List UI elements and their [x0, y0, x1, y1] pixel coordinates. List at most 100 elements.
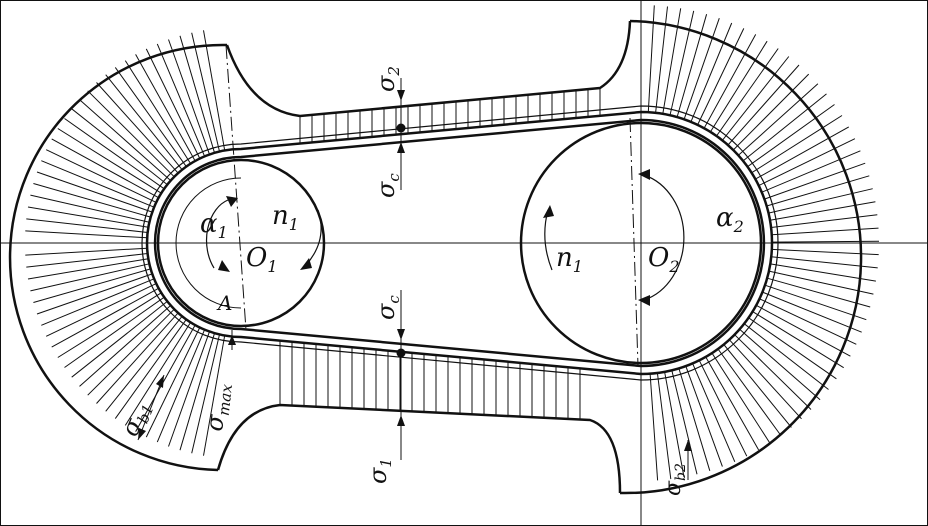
hatch-line — [57, 128, 162, 194]
arrow-sigma-b1-bottom — [138, 428, 146, 440]
arrow-sigma2 — [397, 90, 405, 101]
hatch-line — [203, 335, 226, 456]
hatch-line — [769, 201, 876, 221]
hatch-line — [114, 319, 187, 419]
hatch-line — [191, 32, 220, 152]
arrow-n1-left — [300, 258, 312, 270]
arrow-sigma-max — [228, 335, 236, 345]
hatch-line — [759, 298, 857, 345]
hatch-line — [703, 34, 757, 129]
hatch-line — [698, 360, 748, 457]
hatch-line — [79, 99, 172, 181]
hatch-line — [764, 284, 867, 321]
hatch-line — [57, 292, 162, 358]
label-alpha2: α2 — [716, 203, 744, 236]
hatch-line — [671, 370, 698, 475]
hatch-line — [41, 278, 155, 326]
hatch-line — [168, 331, 210, 447]
hatch-line — [761, 150, 861, 193]
hatch-line — [79, 305, 172, 387]
hatch-line — [145, 327, 201, 438]
left-bending-stress-envelope — [8, 43, 228, 472]
hatch-line — [767, 277, 871, 308]
tangent-line-right — [629, 117, 639, 367]
hatch-line — [747, 104, 835, 168]
tight-side-stress-envelope — [225, 20, 632, 118]
hatch-line — [771, 227, 879, 236]
hatch-line — [45, 283, 157, 337]
arrow-sigma-b1-top — [156, 375, 164, 388]
arrow-alpha1-bottom — [218, 260, 230, 272]
stress-level-sigma-c — [141, 105, 779, 381]
label-o2: O2 — [648, 243, 680, 276]
hatch-line — [51, 287, 159, 348]
pulley-o1 — [156, 158, 326, 328]
label-sigma2: σ2 — [372, 66, 403, 92]
hatch-line — [771, 240, 880, 243]
hatch-line — [770, 263, 876, 282]
hatch-line — [697, 28, 745, 126]
hatch-line — [766, 175, 870, 207]
hatch-line — [33, 183, 151, 218]
hatch-line — [64, 118, 165, 190]
hatch-line — [96, 82, 179, 174]
hatch-line — [742, 93, 827, 162]
hatch-line — [739, 328, 821, 401]
hatch-line — [758, 138, 856, 187]
hatch-line — [71, 108, 168, 185]
label-o1: O1 — [246, 243, 278, 276]
hatch-line — [105, 74, 183, 171]
hatch-line — [156, 43, 206, 157]
slack-side-stress-envelope — [216, 403, 622, 494]
label-sigma-c-bottom: σc — [372, 295, 403, 320]
hatch-line — [71, 301, 168, 378]
arrow-alpha2-bottom — [638, 295, 650, 306]
hatch-line — [25, 247, 148, 256]
hatch-line — [64, 296, 165, 368]
arrow-n1-right — [543, 205, 554, 218]
inner-stress-ring-left — [175, 177, 242, 309]
rotation-arc-alpha2 — [643, 174, 685, 301]
arrow-sigma1 — [397, 415, 405, 426]
hatch-line — [705, 356, 760, 451]
hatch-line — [33, 268, 151, 303]
rotation-arc-alpha1 — [205, 199, 229, 269]
hatch-line — [27, 206, 149, 228]
hatch-line — [145, 48, 201, 159]
hatch-line — [771, 214, 878, 228]
hatch-line — [96, 312, 179, 404]
label-n1-left: n1 — [272, 201, 299, 234]
tangent-line-left — [225, 44, 247, 331]
hatch-line — [26, 218, 148, 233]
hatch-line — [734, 334, 812, 410]
arrow-alpha1-top — [226, 196, 238, 207]
hatch-line — [748, 317, 837, 380]
hatch-line — [709, 40, 768, 133]
label-point-a: A — [216, 291, 232, 315]
hatch-line — [114, 67, 187, 167]
hatch-line — [678, 368, 711, 471]
hatch-line — [51, 138, 159, 199]
hatch-line — [649, 373, 659, 481]
hatch-line — [676, 14, 708, 118]
hatch-line — [664, 371, 685, 478]
belt-outer-edge — [145, 110, 774, 376]
label-sigma-b2: σb2 — [661, 463, 689, 496]
hatch-line — [41, 160, 155, 208]
hatch-line — [179, 333, 215, 451]
hatch-line — [669, 10, 695, 116]
hatch-line — [30, 263, 150, 292]
hatch-line — [738, 83, 819, 156]
hatch-line — [771, 248, 879, 256]
hatch-left-pulley — [25, 30, 226, 456]
hatch-line — [36, 273, 153, 315]
hatch-line — [26, 253, 148, 268]
arrow-sigma-b2 — [684, 440, 692, 451]
right-bending-stress-envelope — [619, 19, 863, 495]
hatch-line — [743, 323, 829, 390]
hatch-line — [156, 329, 206, 443]
label-n1-right: n1 — [556, 243, 583, 276]
hatch-line — [711, 352, 771, 444]
rotation-arc-n1-left — [305, 209, 322, 266]
hatch-line — [30, 194, 150, 223]
